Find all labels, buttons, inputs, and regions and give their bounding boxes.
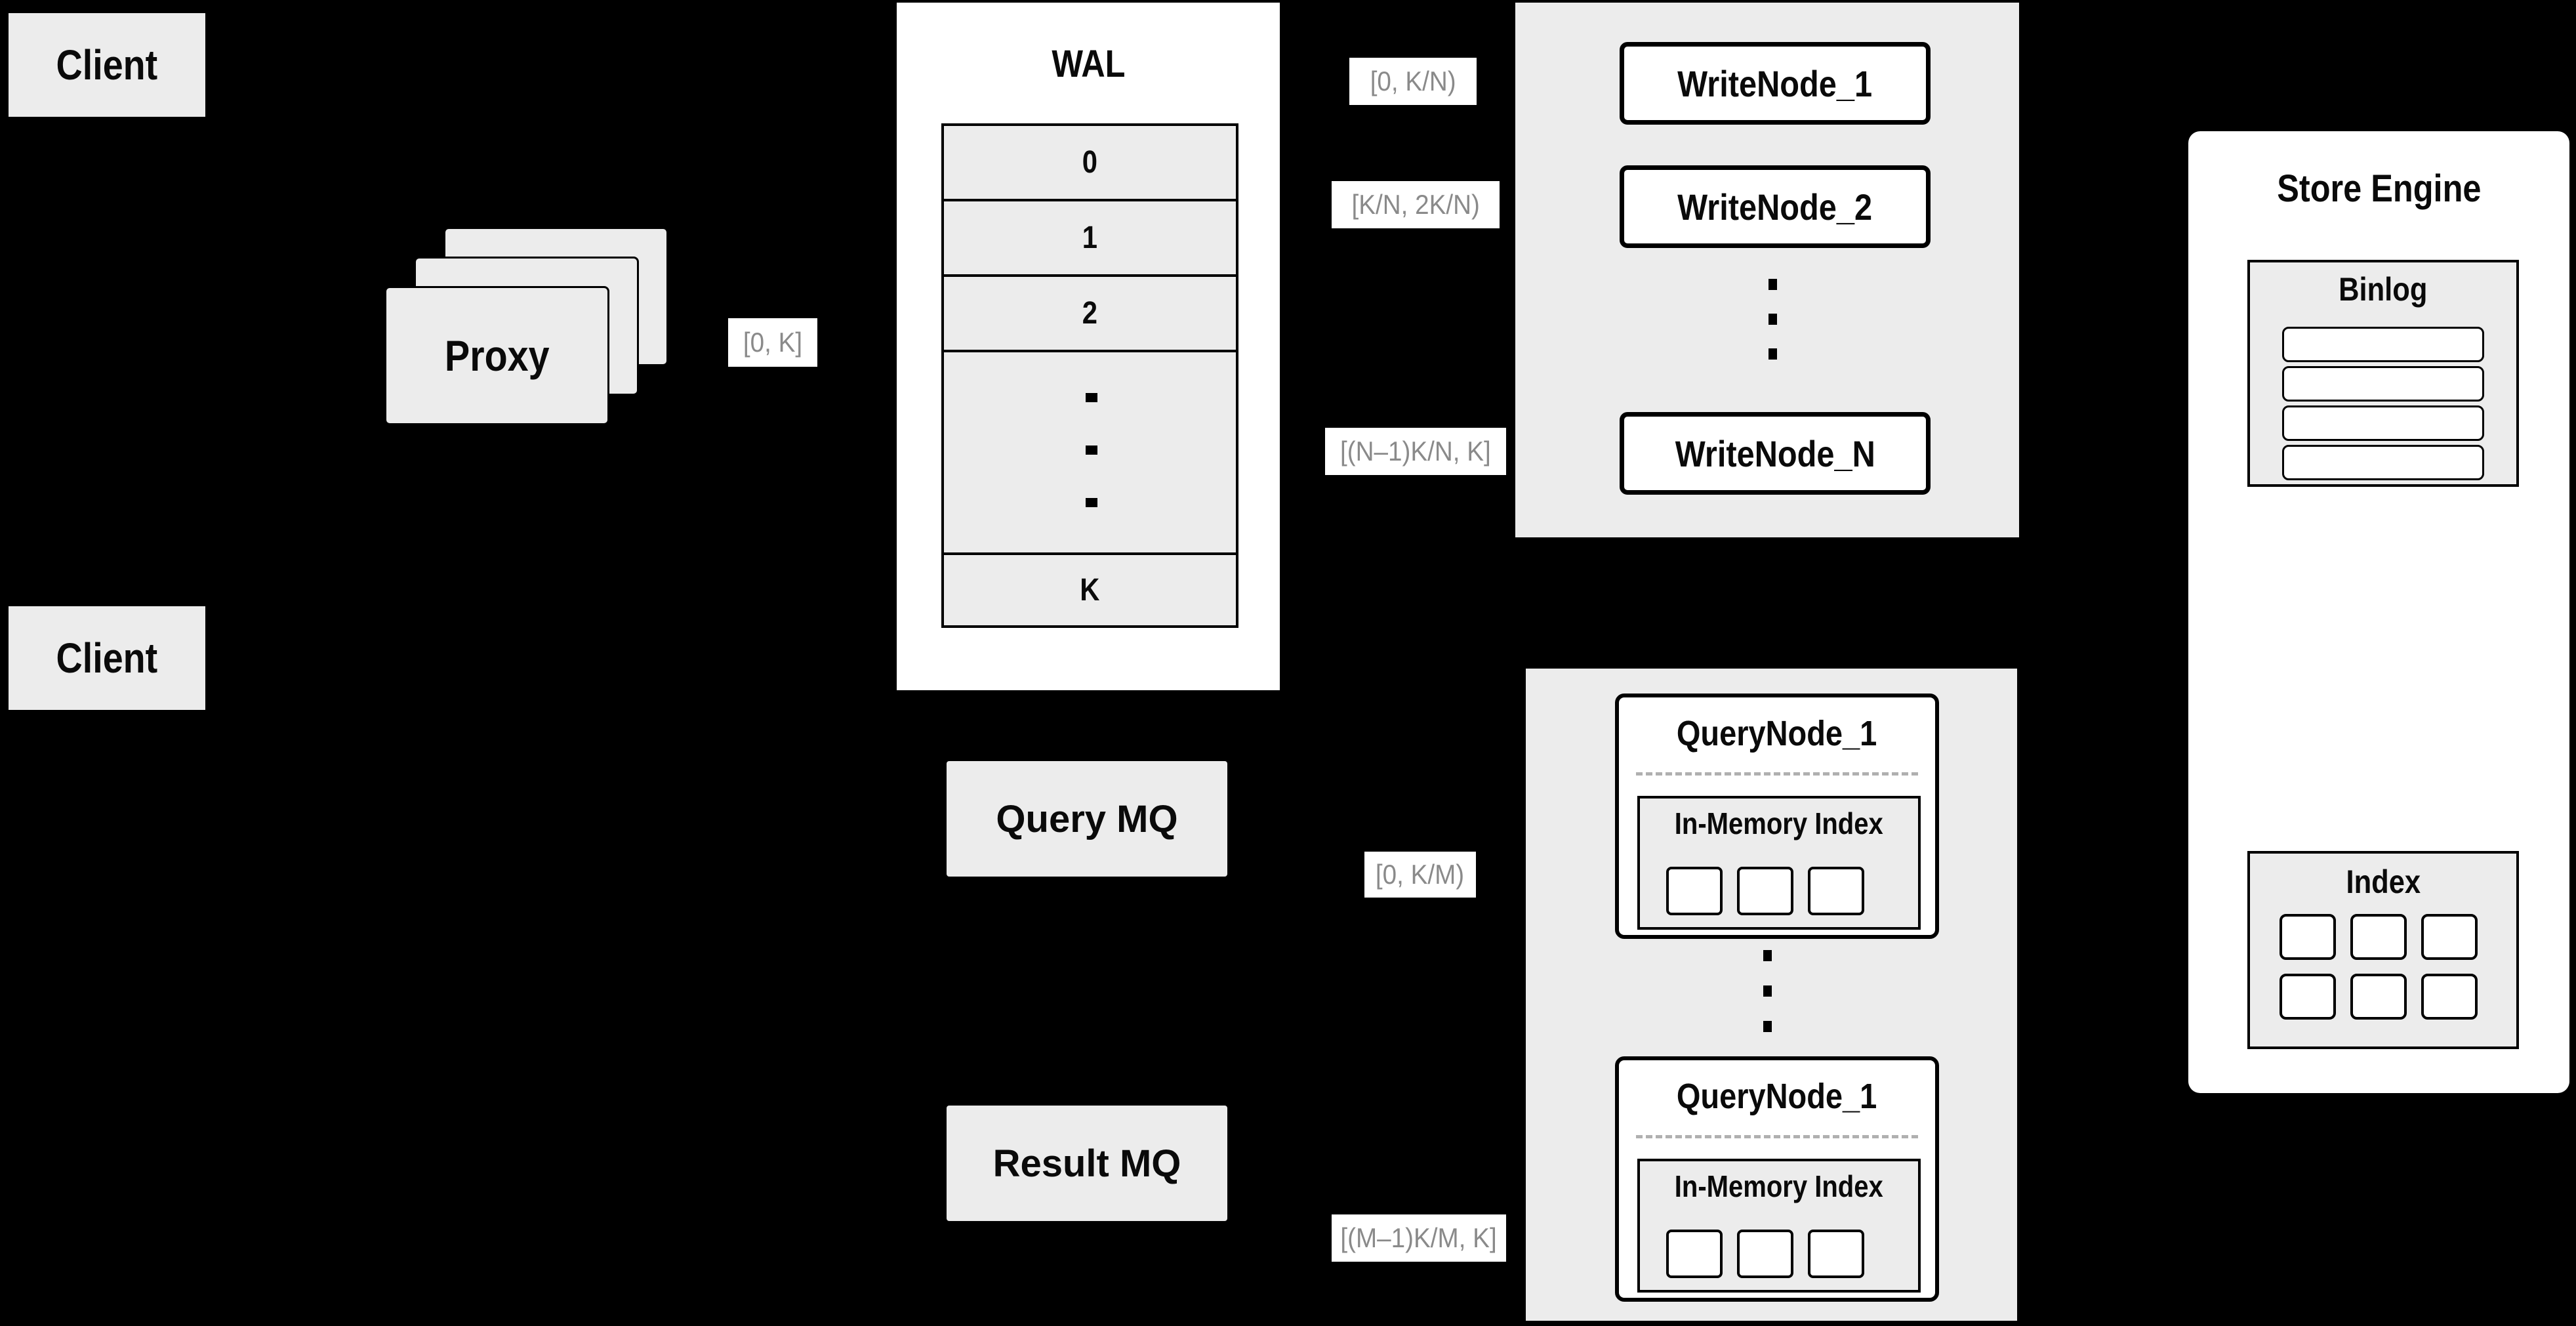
write-node-n: WriteNode_N [1620, 412, 1931, 495]
index-cell [2280, 974, 2336, 1020]
range-label-proxy-wal: [0, K] [728, 318, 817, 367]
binlog-row [2282, 366, 2484, 402]
wal-segment-table: 0 1 2 K [941, 123, 1238, 628]
index-cell [2350, 974, 2407, 1020]
index-cell [2280, 914, 2336, 960]
segment-cell [1666, 1230, 1723, 1278]
result-mq-label: Result MQ [992, 1142, 1181, 1185]
index-box: Index [2247, 851, 2519, 1049]
wal-row: 0 [944, 126, 1236, 201]
store-engine-title: Store Engine [2276, 167, 2482, 210]
segment-cell [1737, 1230, 1793, 1278]
write-node-1: WriteNode_1 [1620, 42, 1931, 125]
binlog-row [2282, 327, 2484, 362]
index-cell [2350, 914, 2407, 960]
in-memory-index-title-wrap: In-Memory Index [1674, 1169, 1883, 1203]
binlog-row [2282, 405, 2484, 441]
ellipsis-dot [1768, 314, 1777, 325]
proxy-label: Proxy [444, 331, 550, 380]
dashed-divider [1636, 1135, 1918, 1138]
binlog-row [2282, 445, 2484, 480]
ellipsis-dot [1768, 279, 1777, 290]
segment-cell [1808, 867, 1864, 915]
in-memory-index-title-wrap: In-Memory Index [1674, 806, 1883, 840]
wal-row: K [944, 555, 1236, 625]
binlog-box: Binlog [2247, 260, 2519, 487]
client-box-bottom: Client [9, 606, 205, 710]
range-label-writenode-1: [0, K/N) [1349, 58, 1477, 105]
ellipsis-dot [1086, 445, 1097, 455]
client-bottom-label: Client [56, 634, 158, 682]
store-engine-panel: Store Engine Binlog Index [2188, 131, 2569, 1093]
query-node-1-title-wrap: QueryNode_1 [1677, 714, 1877, 753]
segment-cell [1808, 1230, 1864, 1278]
range-label-writenode-2: [K/N, 2K/N) [1332, 181, 1500, 228]
query-node-1: QueryNode_1 In-Memory Index [1615, 694, 1939, 939]
wal-panel: WAL 0 1 2 K [897, 3, 1280, 690]
dashed-divider [1636, 772, 1918, 776]
ellipsis-dot [1763, 950, 1772, 961]
index-cell [2421, 914, 2478, 960]
write-node-2: WriteNode_2 [1620, 165, 1931, 248]
in-memory-index-box: In-Memory Index [1637, 1159, 1921, 1293]
ellipsis-dot [1763, 1021, 1772, 1032]
wal-title-wrap: WAL [897, 34, 1280, 93]
range-label-writenode-n: [(N–1)K/N, K] [1325, 428, 1506, 475]
wal-row: 2 [944, 277, 1236, 352]
binlog-title: Binlog [2339, 271, 2428, 308]
range-label-querynode-m: [(M–1)K/M, K] [1332, 1214, 1506, 1262]
ellipsis-dot [1768, 348, 1777, 360]
segment-cell [1666, 867, 1723, 915]
in-memory-index-box: In-Memory Index [1637, 796, 1921, 930]
index-cell [2421, 974, 2478, 1020]
segment-cell [1737, 867, 1793, 915]
client-top-label: Client [56, 41, 158, 89]
binlog-title-wrap: Binlog [2250, 268, 2516, 311]
wal-title: WAL [1051, 42, 1126, 85]
result-mq-box: Result MQ [947, 1106, 1227, 1221]
store-engine-title-wrap: Store Engine [2188, 159, 2569, 218]
wal-row: 1 [944, 201, 1236, 277]
index-title: Index [2346, 863, 2421, 900]
wal-row-ellipsis [944, 352, 1236, 555]
query-node-m: QueryNode_1 In-Memory Index [1615, 1056, 1939, 1302]
query-mq-box: Query MQ [947, 761, 1227, 877]
client-box-top: Client [9, 13, 205, 117]
index-title-wrap: Index [2250, 860, 2516, 903]
query-node-m-title-wrap: QueryNode_1 [1677, 1077, 1877, 1116]
ellipsis-dot [1086, 393, 1097, 402]
query-mq-label: Query MQ [996, 797, 1178, 840]
range-label-querynode-1: [0, K/M) [1364, 852, 1476, 898]
ellipsis-dot [1086, 498, 1097, 507]
proxy-card-front: Proxy [384, 286, 609, 425]
ellipsis-dot [1763, 985, 1772, 997]
